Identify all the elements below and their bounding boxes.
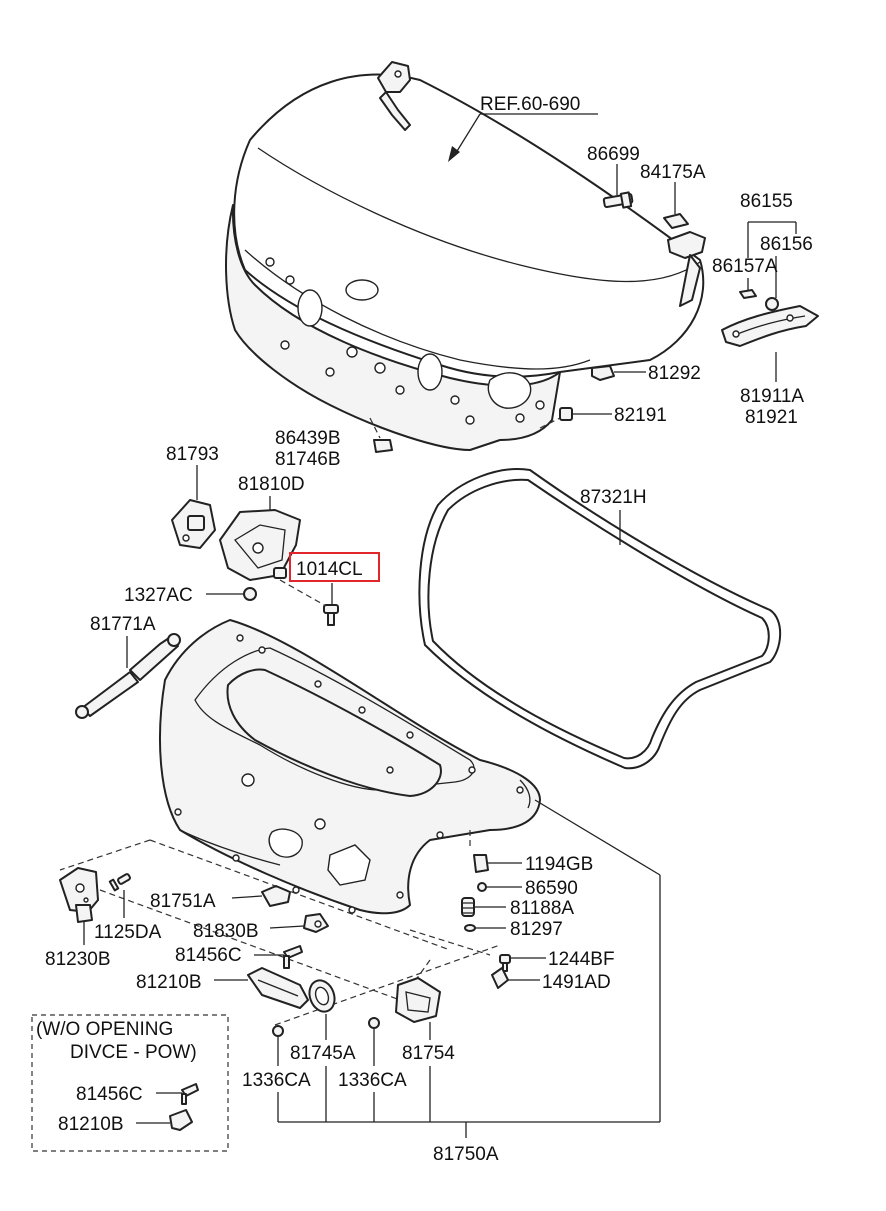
lid-hinge-top[interactable]	[377, 61, 411, 131]
label-81188A[interactable]: 81188A	[510, 898, 574, 919]
dash-assembly-right	[409, 929, 491, 956]
lid-hinge-right[interactable]	[667, 231, 706, 307]
label-86699[interactable]: 86699	[587, 144, 640, 165]
label-86157A[interactable]: 86157A	[712, 256, 778, 277]
label-86590[interactable]: 86590	[525, 878, 578, 899]
option-box-label-81210B[interactable]: 81210B	[58, 1114, 124, 1135]
nut-1336CA-right[interactable]	[368, 1017, 380, 1029]
label-1014CL[interactable]: 1014CL	[296, 559, 363, 580]
option-box-label-81456C[interactable]: 81456C	[76, 1084, 143, 1105]
clip-82191[interactable]	[559, 407, 573, 421]
bracket-81754[interactable]	[395, 977, 441, 1023]
label-81751A[interactable]: 81751A	[150, 891, 216, 912]
option-box-line1: (W/O OPENING	[36, 1019, 173, 1040]
label-87321H[interactable]: 87321H	[580, 487, 647, 508]
part-81751A[interactable]	[261, 885, 291, 907]
bracket-81911A[interactable]	[721, 305, 819, 347]
bumper-81188A[interactable]	[461, 897, 475, 917]
label-81921[interactable]: 81921	[745, 407, 798, 428]
dash-assembly-bottom	[274, 944, 501, 1026]
actuator-81793[interactable]	[171, 499, 216, 549]
option-box	[31, 1014, 229, 1152]
trunk-lid-trim-81750A[interactable]	[159, 619, 541, 915]
label-1336CA-right[interactable]: 1336CA	[338, 1070, 407, 1091]
label-1336CA-left[interactable]: 1336CA	[242, 1070, 311, 1091]
label-81771A[interactable]: 81771A	[90, 614, 156, 635]
dash-82191	[539, 417, 561, 429]
pin-86157A[interactable]	[739, 289, 757, 299]
label-81292[interactable]: 81292	[648, 363, 701, 384]
label-81830B[interactable]: 81830B	[193, 921, 259, 942]
label-86155[interactable]: 86155	[740, 191, 793, 212]
latch-81810D[interactable]	[219, 509, 301, 581]
ref-leader	[453, 113, 481, 157]
trunk-lid-outer-panel[interactable]	[225, 73, 705, 451]
label-1327AC[interactable]: 1327AC	[124, 585, 193, 606]
pin-81456C[interactable]	[283, 945, 303, 969]
dash-assembly-top	[149, 839, 451, 951]
label-81810D[interactable]: 81810D	[238, 474, 305, 495]
grommet-81745A[interactable]	[305, 977, 338, 1015]
dash-hinge-left	[59, 839, 151, 871]
label-81210B[interactable]: 81210B	[136, 972, 202, 993]
label-81297[interactable]: 81297	[510, 919, 563, 940]
handle-81210B[interactable]	[247, 967, 309, 1009]
gas-strut-81771A[interactable]	[75, 633, 181, 719]
grommet-86156[interactable]	[765, 297, 779, 311]
nut-1327AC[interactable]	[243, 587, 257, 601]
ring-81297[interactable]	[464, 924, 476, 932]
label-81230B[interactable]: 81230B	[45, 949, 111, 970]
label-86439B[interactable]: 86439B	[275, 428, 341, 449]
leader-81751A	[231, 895, 263, 899]
label-1125DA[interactable]: 1125DA	[94, 922, 162, 943]
label-1491AD[interactable]: 1491AD	[542, 972, 611, 993]
option-box-line2: DIVCE - POW)	[70, 1042, 197, 1063]
option-box-handle-81210B[interactable]	[169, 1109, 193, 1131]
dash-assembly-mid	[99, 889, 401, 1001]
label-82191[interactable]: 82191	[614, 405, 667, 426]
label-1244BF[interactable]: 1244BF	[548, 949, 615, 970]
bolt-86699[interactable]	[602, 191, 634, 209]
label-81793[interactable]: 81793	[166, 444, 219, 465]
plug-81292[interactable]	[591, 365, 615, 381]
cylinder-81830B[interactable]	[303, 913, 329, 933]
screw-1244BF[interactable]	[499, 954, 511, 972]
nut-1336CA-left[interactable]	[272, 1025, 284, 1037]
screw-1014CL[interactable]	[323, 604, 339, 626]
grommet-86439B[interactable]	[373, 439, 393, 453]
leader-81830B	[269, 925, 305, 929]
assembly-bracket-81750A	[277, 799, 661, 1138]
pad-84175A[interactable]	[663, 213, 689, 229]
label-84175A[interactable]: 84175A	[640, 162, 706, 183]
highlight-box-1014CL	[289, 552, 380, 582]
label-1194GB[interactable]: 1194GB	[525, 854, 593, 875]
ref-arrowhead	[448, 146, 460, 162]
label-81456C[interactable]: 81456C	[175, 945, 242, 966]
label-81745A[interactable]: 81745A	[290, 1043, 356, 1064]
dash-1014CL	[279, 579, 327, 607]
option-box-pin-81456C[interactable]	[181, 1083, 199, 1105]
ref-label[interactable]: REF.60-690	[480, 94, 580, 115]
label-81911A[interactable]: 81911A	[740, 386, 804, 407]
label-81750A[interactable]: 81750A	[433, 1144, 499, 1165]
weatherstrip-87321H[interactable]	[418, 468, 782, 770]
label-81746B[interactable]: 81746B	[275, 449, 341, 470]
dash-86439B	[369, 417, 381, 439]
label-81754[interactable]: 81754	[402, 1043, 455, 1064]
label-86156[interactable]: 86156	[760, 234, 813, 255]
bolt-1125DA[interactable]	[108, 873, 131, 892]
washer-86590[interactable]	[477, 882, 487, 892]
clip-1194GB[interactable]	[473, 854, 489, 873]
hinge-81230B[interactable]	[59, 867, 99, 923]
